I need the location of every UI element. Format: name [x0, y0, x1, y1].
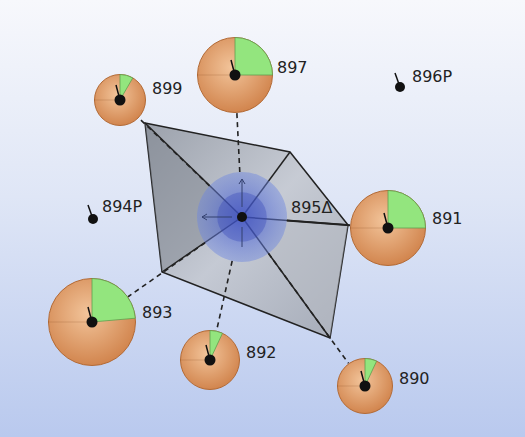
station-label: 893 — [142, 304, 173, 322]
station-circle: 899 — [94, 74, 146, 126]
station-marker — [88, 205, 98, 224]
station-label: 890 — [399, 370, 430, 388]
station-label: 891 — [432, 210, 463, 228]
station-circle: 890 — [337, 358, 393, 414]
station-label: 894P — [102, 198, 142, 216]
station-label: 892 — [246, 344, 277, 362]
station-label: 896P — [412, 68, 452, 86]
station-label: 899 — [152, 80, 183, 98]
station-marker — [395, 73, 405, 92]
pie-marker — [197, 37, 273, 113]
center-station: 895Δ — [197, 172, 287, 262]
station-link — [128, 243, 205, 297]
station-label: 897 — [277, 59, 308, 77]
pie-marker — [350, 190, 426, 266]
station-link — [268, 253, 348, 363]
station-circle: 893 — [48, 278, 136, 366]
station-link — [287, 220, 350, 225]
station-circle: 897 — [197, 37, 273, 113]
station-link — [237, 113, 240, 172]
pie-marker — [337, 358, 393, 414]
pie-marker — [48, 278, 136, 366]
station-label: 895Δ — [291, 199, 332, 217]
pie-marker — [180, 330, 240, 390]
station-link — [139, 118, 210, 186]
pie-marker — [94, 74, 146, 126]
station-circle: 892 — [180, 330, 240, 390]
station-link — [217, 261, 233, 331]
station-circle: 891 — [350, 190, 426, 266]
center-symbol — [197, 172, 287, 262]
